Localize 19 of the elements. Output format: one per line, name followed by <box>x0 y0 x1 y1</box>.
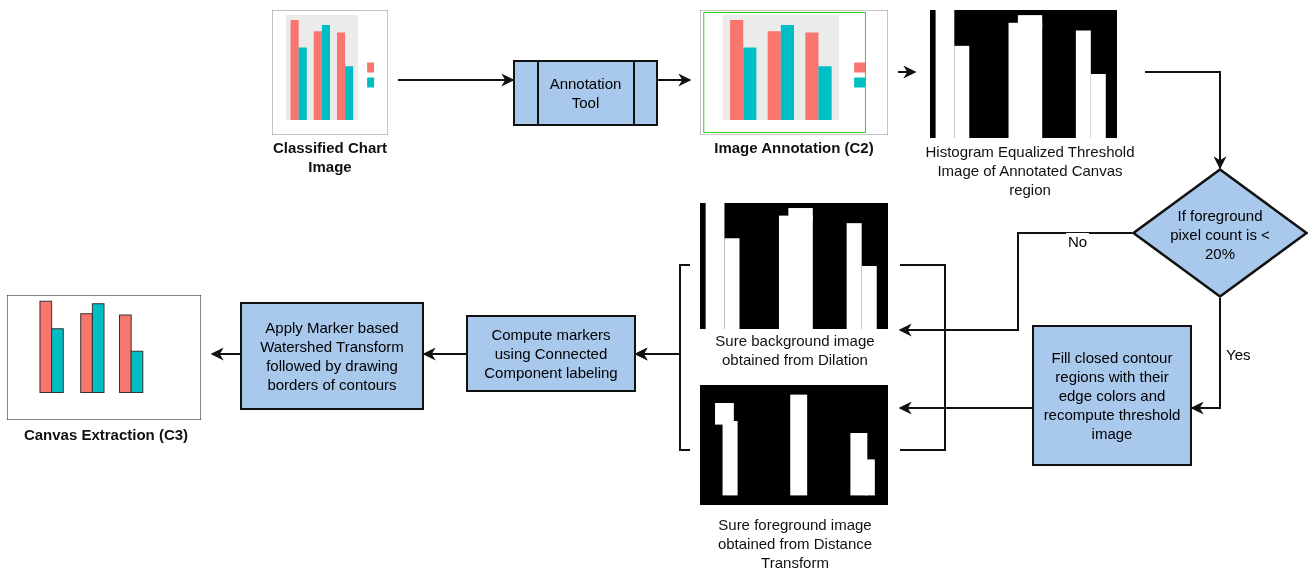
image-caption: Sure foreground image obtained from Distance Transform <box>716 515 874 572</box>
arrow <box>897 65 917 79</box>
arrow <box>898 232 1133 337</box>
arrow <box>657 73 692 87</box>
image-caption: Classified Chart Image <box>271 138 389 176</box>
process-box: Fill closed contour regions with their edge colors and recompute threshold image <box>1032 325 1192 466</box>
predefined-process-box: Annotation Tool <box>513 60 658 126</box>
arrow <box>898 401 1033 415</box>
process-box: Apply Marker based Watershed Transform followed by drawing borders of contours <box>240 302 424 410</box>
process-box: Compute markers using Connected Component labeling <box>466 315 636 392</box>
image-caption: Sure background image obtained from Dilation <box>714 331 876 369</box>
image-caption: Histogram Equalized Threshold Image of Annotated Canvas region <box>924 142 1136 199</box>
arrow <box>210 347 241 361</box>
edge-label: No <box>1066 233 1090 250</box>
image-caption: Canvas Extraction (C3) <box>22 425 190 444</box>
arrow <box>1144 71 1227 170</box>
arrow <box>397 73 515 87</box>
image-caption: Image Annotation (C2) <box>713 138 875 157</box>
decision-text: If foreground pixel count is < 20% <box>1170 206 1270 263</box>
